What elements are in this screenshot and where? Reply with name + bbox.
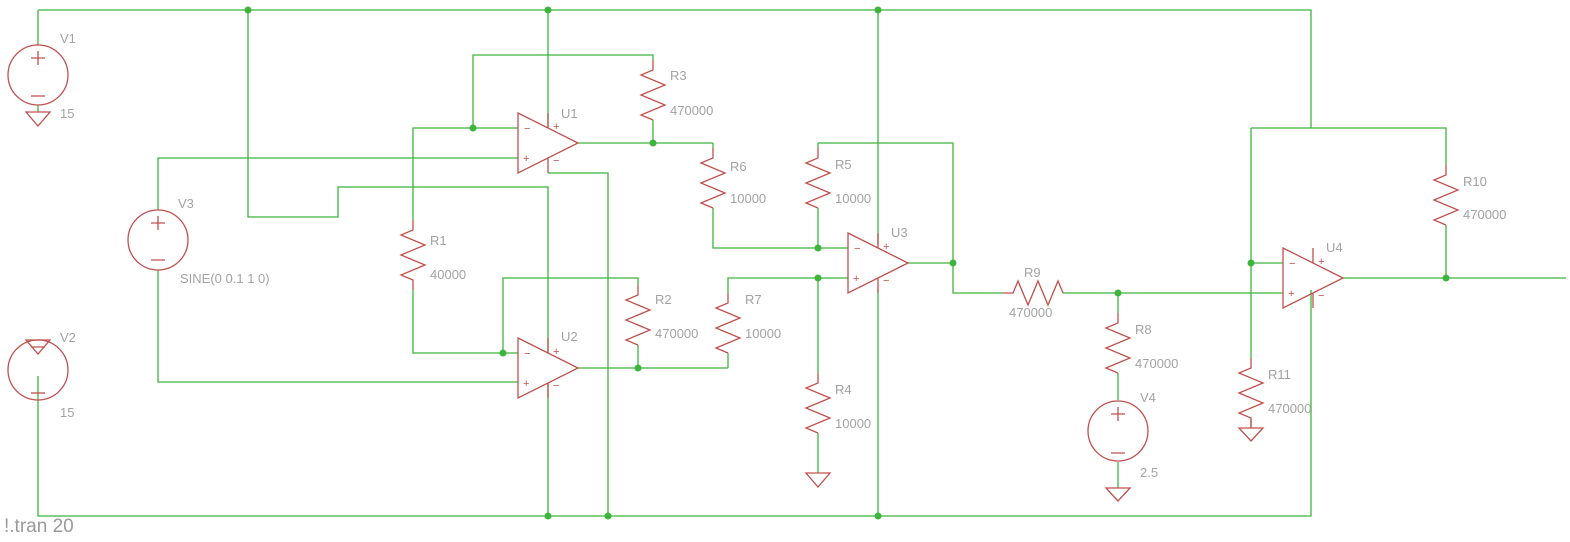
- opamp-u4[interactable]: − + + − U4: [1282, 240, 1345, 310]
- voltage-source-v4[interactable]: V4 2.5: [1087, 390, 1158, 502]
- noninverting-pin-icon: +: [523, 378, 529, 390]
- opamp-icon: [1282, 246, 1345, 310]
- v2-name: V2: [60, 330, 76, 345]
- resistor-r6[interactable]: R6 10000: [699, 148, 766, 209]
- noninverting-pin-icon: +: [1288, 288, 1294, 300]
- opamp-u1[interactable]: − + + − U1: [517, 106, 580, 175]
- supply-plus-icon: +: [553, 346, 559, 358]
- voltage-source-v3[interactable]: V3 SINE(0 0.1 1 0): [127, 196, 270, 286]
- resistor-icon: [714, 293, 742, 354]
- resistor-r5[interactable]: R5 10000: [804, 148, 871, 209]
- u2-name: U2: [561, 329, 578, 344]
- v2-value: 15: [60, 405, 74, 420]
- v4-name: V4: [1140, 390, 1156, 405]
- resistor-icon: [1104, 313, 1132, 374]
- u1-name: U1: [561, 106, 578, 121]
- r7-name: R7: [745, 292, 762, 307]
- v3-name: V3: [178, 196, 194, 211]
- v3-value: SINE(0 0.1 1 0): [180, 271, 270, 286]
- r2-value: 470000: [655, 326, 698, 341]
- supply-minus-icon: −: [553, 380, 559, 392]
- resistor-r11[interactable]: R11 470000: [1237, 358, 1311, 428]
- voltage-source-icon: [127, 209, 189, 271]
- spice-directive[interactable]: !.tran 20: [4, 516, 74, 537]
- resistor-r9[interactable]: R9 470000: [1003, 265, 1064, 320]
- u3-name: U3: [891, 225, 908, 240]
- resistor-icon: [804, 148, 832, 209]
- r8-value: 470000: [1135, 356, 1178, 371]
- r5-name: R5: [835, 157, 852, 172]
- noninverting-pin-icon: +: [853, 273, 859, 285]
- ground-icon: [1237, 427, 1265, 442]
- r9-name: R9: [1024, 265, 1041, 280]
- inverting-pin-icon: −: [854, 243, 860, 255]
- inverting-pin-icon: −: [1289, 258, 1295, 270]
- resistor-icon: [804, 373, 832, 434]
- inverting-pin-icon: −: [524, 348, 530, 360]
- resistor-r7[interactable]: R7 10000: [714, 292, 781, 354]
- voltage-source-icon: [1087, 400, 1149, 462]
- r2-name: R2: [655, 292, 672, 307]
- inverting-pin-icon: −: [524, 123, 530, 135]
- r11-name: R11: [1268, 367, 1291, 382]
- r6-name: R6: [730, 159, 747, 174]
- resistor-icon: [639, 60, 667, 121]
- r10-value: 470000: [1463, 207, 1506, 222]
- r4-name: R4: [835, 382, 852, 397]
- junctions: [244, 6, 1450, 520]
- opamp-icon: [517, 111, 580, 175]
- voltage-source-v2[interactable]: V2 15: [7, 330, 76, 420]
- wires: [37, 9, 1566, 517]
- resistor-r4[interactable]: R4 10000: [804, 373, 871, 434]
- opamp-u3[interactable]: − + + − U3: [847, 225, 910, 295]
- voltage-source-v1[interactable]: V1 15: [7, 31, 76, 127]
- voltage-source-icon: [7, 44, 69, 106]
- supply-minus-icon: −: [883, 275, 889, 287]
- ground-icon: [24, 111, 52, 127]
- resistor-icon: [1237, 358, 1265, 428]
- v1-name: V1: [60, 31, 76, 46]
- r1-value: 40000: [430, 267, 466, 282]
- supply-minus-icon: −: [1318, 290, 1324, 302]
- ground-icon: [804, 472, 832, 488]
- resistor-r1[interactable]: R1 40000: [399, 220, 466, 290]
- supply-plus-icon: +: [883, 241, 889, 253]
- r9-value: 470000: [1009, 305, 1052, 320]
- supply-minus-icon: −: [553, 155, 559, 167]
- opamp-icon: [517, 336, 580, 400]
- r11-value: 470000: [1268, 401, 1311, 416]
- r10-name: R10: [1463, 174, 1487, 189]
- opamp-u2[interactable]: − + + − U2: [517, 329, 580, 400]
- r5-value: 10000: [835, 191, 871, 206]
- supply-plus-icon: +: [1318, 256, 1324, 268]
- v1-value: 15: [60, 106, 74, 121]
- resistor-r8[interactable]: R8 470000: [1104, 313, 1178, 374]
- u4-name: U4: [1326, 240, 1343, 255]
- r4-value: 10000: [835, 416, 871, 431]
- r8-name: R8: [1135, 322, 1152, 337]
- resistor-icon: [399, 220, 427, 290]
- r3-name: R3: [670, 68, 687, 83]
- noninverting-pin-icon: +: [523, 153, 529, 165]
- r3-value: 470000: [670, 103, 713, 118]
- opamp-icon: [847, 231, 910, 295]
- resistor-r3[interactable]: R3 470000: [639, 60, 713, 121]
- resistor-icon: [1432, 165, 1460, 226]
- supply-plus-icon: +: [553, 121, 559, 133]
- ground-icon: [24, 339, 52, 355]
- resistor-icon: [624, 285, 652, 346]
- r6-value: 10000: [730, 191, 766, 206]
- resistor-icon: [1003, 279, 1064, 307]
- ground-icon: [1104, 487, 1132, 502]
- resistor-r10[interactable]: R10 470000: [1432, 165, 1506, 226]
- resistor-r2[interactable]: R2 470000: [624, 285, 698, 346]
- r1-name: R1: [430, 233, 447, 248]
- r7-value: 10000: [745, 326, 781, 341]
- resistor-icon: [699, 148, 727, 209]
- v4-value: 2.5: [1140, 465, 1158, 480]
